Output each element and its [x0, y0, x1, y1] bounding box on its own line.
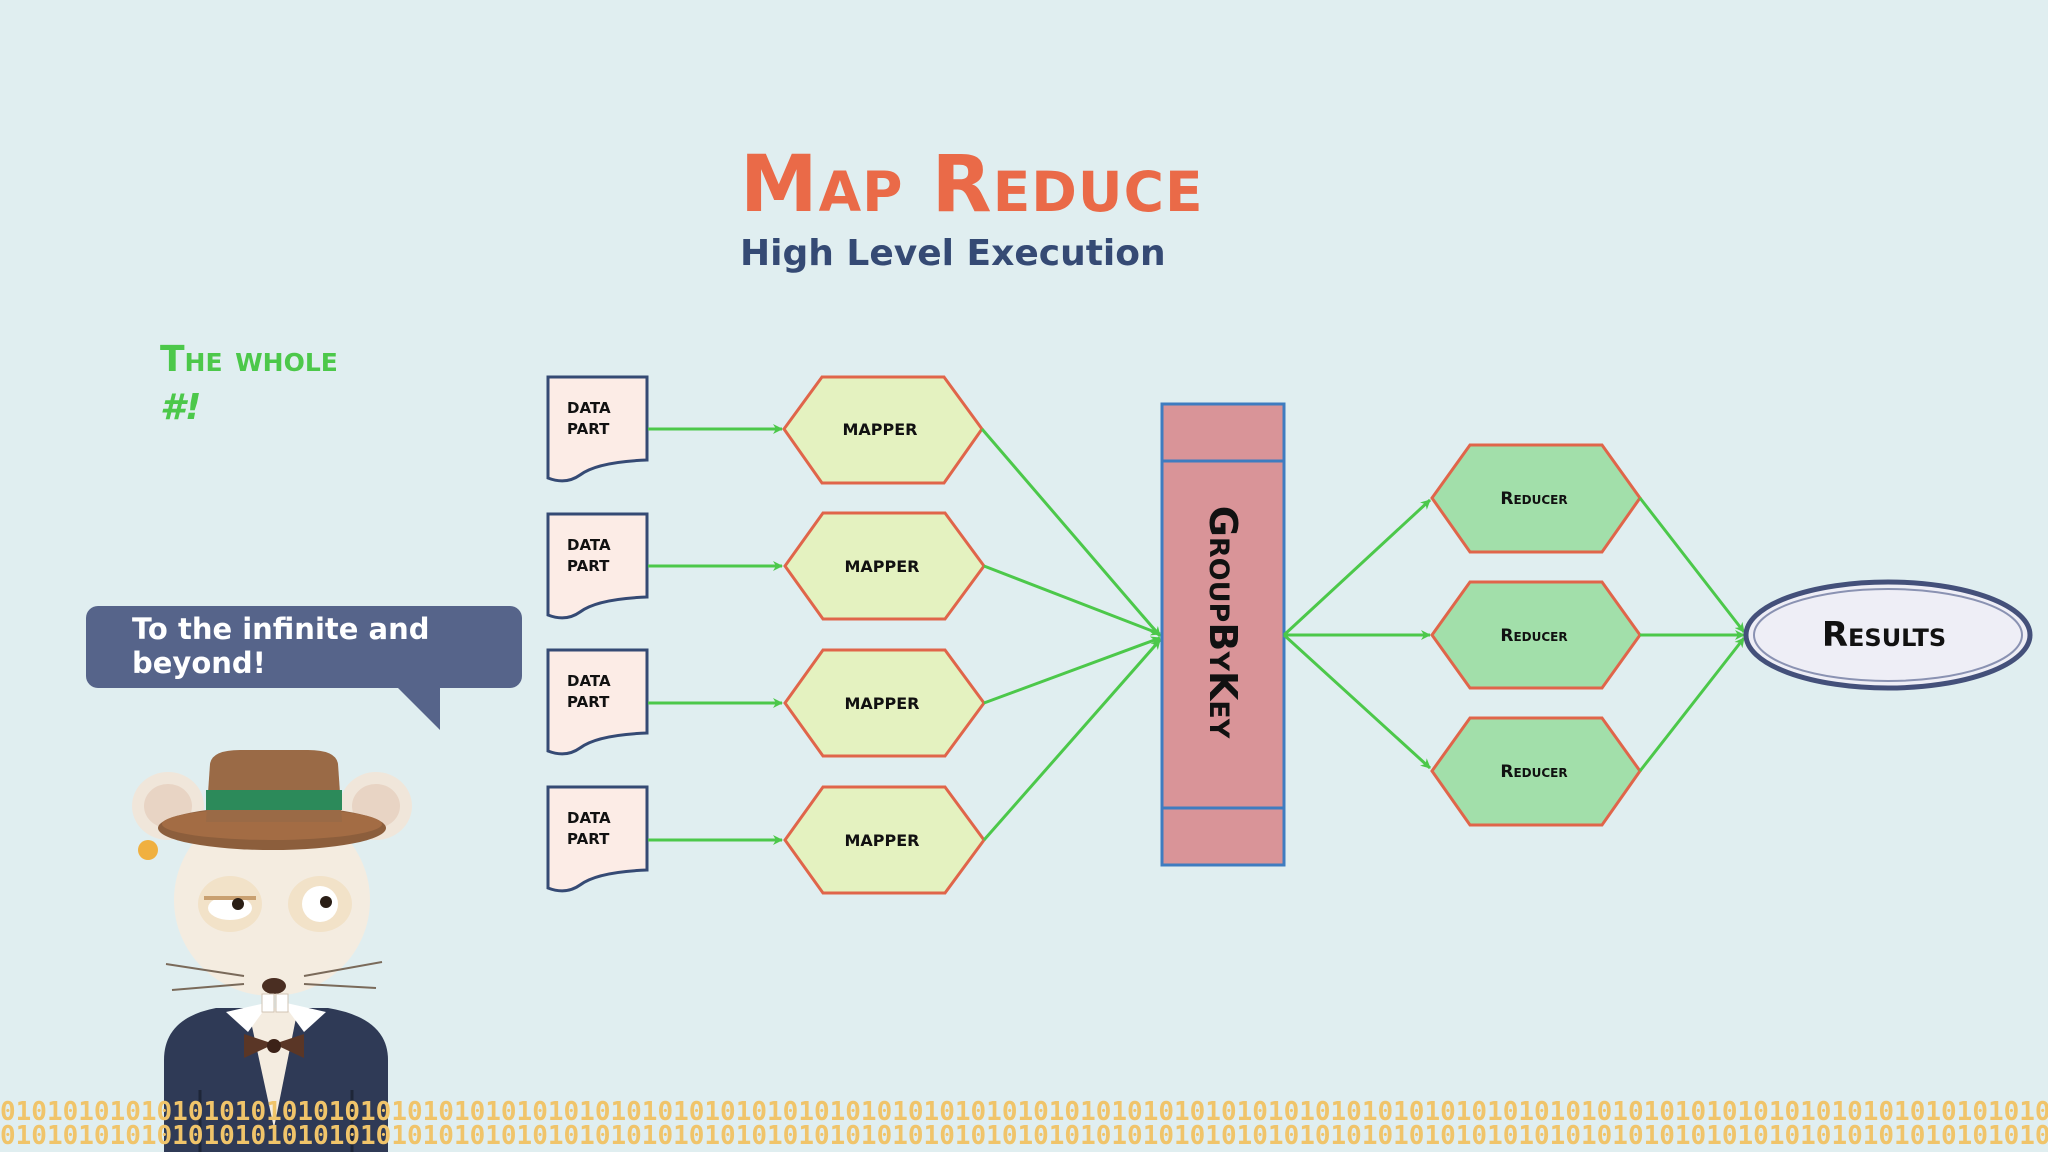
reducer-1-label: Reducer: [1500, 489, 1567, 509]
data-part-3: DATA PART: [546, 648, 649, 756]
arrow-mapper1-group: [980, 428, 1162, 637]
group-by-key: GroupByKey: [1160, 402, 1286, 867]
data-part-1-line2: PART: [567, 420, 610, 438]
binary-row-1: 0101010101010101010101010101010101010101…: [0, 1100, 2048, 1127]
binary-pattern-strip: 0101010101010101010101010101010101010101…: [0, 1100, 2048, 1152]
data-part-4-line2: PART: [567, 830, 610, 848]
results-label: Results: [1822, 615, 1946, 655]
mapper-2: MAPPER: [783, 511, 986, 621]
arrow-reducer1-results: [1638, 497, 1746, 633]
reducer-2: Reducer: [1430, 580, 1642, 690]
data-part-4-line1: DATA: [567, 809, 611, 827]
binary-row-2: 0101010101010101010101010101010101010101…: [0, 1121, 2048, 1151]
tagline-line1: The whole: [160, 339, 338, 380]
group-by-key-label: GroupByKey: [1201, 506, 1245, 739]
mapper-3: MAPPER: [783, 648, 986, 758]
arrow-group-reducer3: [1282, 633, 1432, 770]
reducer-3-label: Reducer: [1500, 762, 1567, 782]
tagline-line2: #!: [160, 387, 202, 428]
slide-title: Map Reduce: [740, 140, 1204, 230]
speech-bubble: To the infinite and beyond!: [86, 606, 522, 688]
speech-bubble-text: To the infinite and beyond!: [132, 612, 430, 680]
arrow-group-reducer1: [1282, 498, 1432, 637]
reducer-3: Reducer: [1430, 716, 1642, 827]
mapper-4-label: MAPPER: [844, 831, 919, 850]
tagline: The whole #!: [160, 336, 420, 432]
mapper-3-label: MAPPER: [844, 694, 919, 713]
results-node: Results: [1743, 579, 2033, 691]
mapper-1: MAPPER: [782, 375, 984, 485]
arrow-mapper4-group: [982, 639, 1162, 841]
slide-subtitle: High Level Execution: [740, 233, 1166, 274]
data-part-4: DATA PART: [546, 785, 649, 893]
data-part-1-line1: DATA: [567, 399, 611, 417]
mapper-2-label: MAPPER: [844, 557, 919, 576]
reducer-1: Reducer: [1430, 443, 1642, 554]
data-part-2: DATA PART: [546, 512, 649, 620]
speech-bubble-tail: [396, 686, 440, 730]
arrow-reducer3-results: [1638, 637, 1746, 772]
mapper-4: MAPPER: [783, 785, 986, 895]
data-part-3-line1: DATA: [567, 672, 611, 690]
data-part-3-line2: PART: [567, 693, 610, 711]
arrow-mapper2-group: [983, 564, 1161, 636]
data-part-1: DATA PART: [546, 375, 649, 483]
arrow-mapper3-group: [983, 636, 1161, 705]
data-part-2-line2: PART: [567, 557, 610, 575]
data-part-2-line1: DATA: [567, 536, 611, 554]
reducer-2-label: Reducer: [1500, 626, 1567, 646]
mouse-mascot-illustration: [132, 750, 412, 1152]
mapper-1-label: MAPPER: [842, 420, 917, 439]
